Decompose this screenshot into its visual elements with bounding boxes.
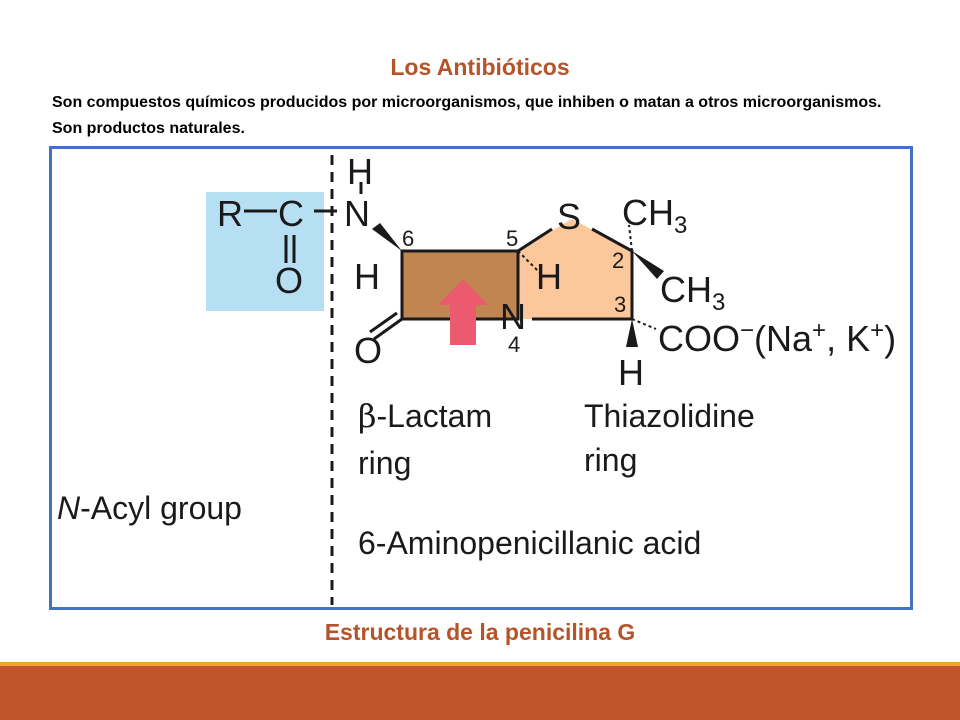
bond-lactam-co-a [373, 317, 403, 341]
hash-c3-coo [631, 318, 657, 330]
atom-o-carbonyl: O [275, 260, 303, 301]
atom-o-lactam: O [354, 330, 382, 371]
wedge-n-c6 [372, 223, 402, 251]
label-aminopenicillanic-acid: 6-Aminopenicillanic acid [358, 525, 701, 561]
atom-h6: H [354, 256, 380, 297]
wedge-c2-ch3 [632, 251, 664, 279]
slide-intro-text: Son compuestos químicos producidos por m… [52, 94, 882, 137]
penicillin-structure-figure: R C O H N H H S N O H CH3 CH3 COO−(Na+, … [49, 146, 913, 610]
footer-band [0, 666, 960, 720]
hash-c2-ch3 [628, 224, 633, 252]
lactam-ring-bonds [400, 249, 520, 321]
label-thiazolidine-line2: ring [584, 442, 637, 478]
atom-h3: H [618, 352, 644, 393]
lactam-highlight-arrow [438, 279, 488, 345]
label-beta-lactam-line2: ring [358, 445, 411, 481]
atom-c: C [278, 193, 304, 234]
penicillin-structure-diagram: R C O H N H H S N O H CH3 CH3 COO−(Na+, … [57, 151, 896, 605]
slide-title: Los Antibióticos [390, 54, 570, 80]
bond-lactam-co-b [369, 311, 398, 334]
thiazolidine-ring-shape [518, 219, 632, 319]
atom-s: S [557, 196, 581, 237]
figure-caption: Estructura de la penicilina G [324, 619, 636, 645]
footer-accent-line [0, 662, 960, 666]
ring-number-6: 6 [402, 226, 414, 251]
ring-number-2: 2 [612, 248, 624, 273]
atom-h5: H [536, 256, 562, 297]
label-thiazolidine-line1: Thiazolidine [584, 398, 755, 434]
atom-n-amide: N [344, 193, 370, 234]
wedge-c3-h [626, 319, 638, 347]
group-carboxylate: COO−(Na+, K+) [658, 317, 896, 359]
bond-c5-s [517, 227, 553, 253]
group-ch3-top: CH3 [622, 192, 687, 239]
atom-h-amide: H [347, 151, 373, 192]
ring-number-5: 5 [506, 226, 518, 251]
atom-r: R [217, 193, 243, 234]
atom-n4: N [500, 296, 526, 337]
ring-number-3: 3 [614, 292, 626, 317]
label-beta-lactam-line1: β-Lactam [358, 397, 492, 435]
thiazolidine-ring-bonds [532, 227, 634, 321]
group-ch3-bottom: CH3 [660, 269, 725, 316]
ring-number-4: 4 [508, 332, 520, 357]
label-n-acyl-group: N-Acyl group [57, 490, 242, 526]
